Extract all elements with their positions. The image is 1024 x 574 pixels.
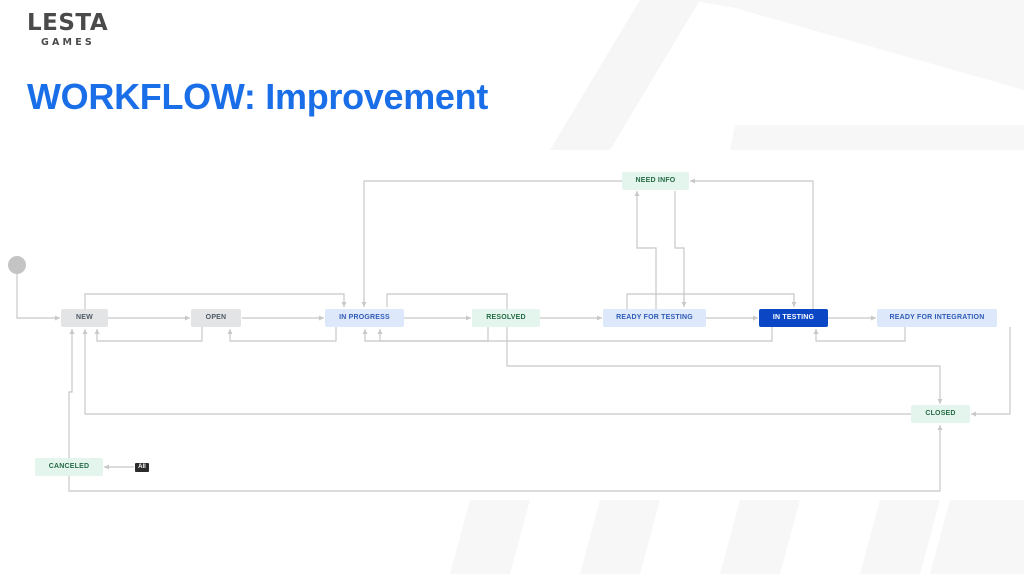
status-need-info[interactable]: NEED INFO	[622, 172, 689, 190]
status-canceled[interactable]: CANCELED	[35, 458, 103, 476]
status-resolved[interactable]: RESOLVED	[472, 309, 540, 327]
lesta-games-logo: LESTA GAMES	[27, 10, 109, 49]
all-transitions-badge: All	[135, 463, 149, 472]
status-open[interactable]: OPEN	[191, 309, 241, 327]
workflow-connectors	[16, 178, 1011, 492]
status-new[interactable]: NEW	[61, 309, 108, 327]
start-node	[8, 256, 26, 274]
status-ready-for-integration[interactable]: READY FOR INTEGRATION	[877, 309, 997, 327]
status-in-progress[interactable]: IN PROGRESS	[325, 309, 404, 327]
logo-main-text: LESTA	[27, 10, 109, 36]
status-closed[interactable]: CLOSED	[911, 405, 970, 423]
status-in-testing[interactable]: IN TESTING	[759, 309, 828, 327]
page-title: WORKFLOW: Improvement	[27, 76, 489, 117]
logo-sub-text: GAMES	[41, 37, 95, 48]
status-ready-for-testing[interactable]: READY FOR TESTING	[603, 309, 706, 327]
